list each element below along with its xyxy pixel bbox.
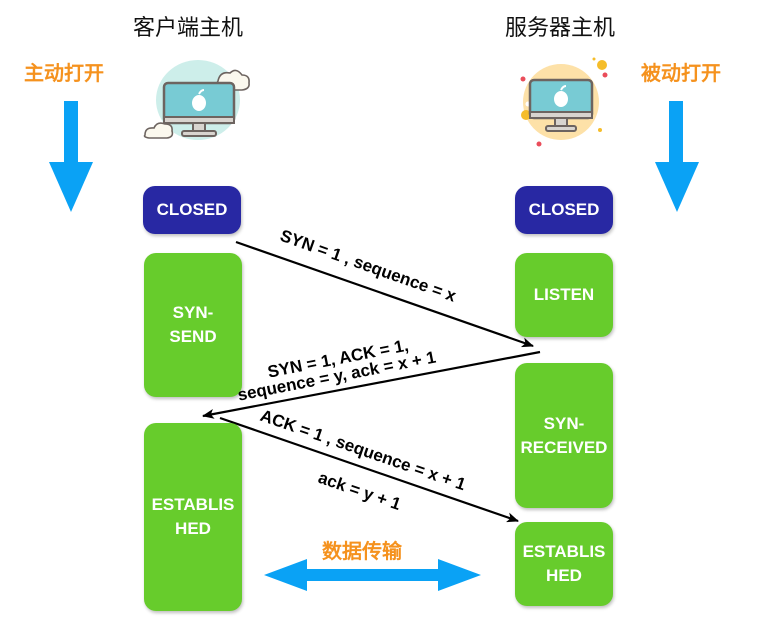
data-transfer-label: 数据传输 bbox=[322, 539, 402, 563]
client-state-syn-send-label: SYN- SEND bbox=[169, 303, 217, 346]
client-state-established: ESTABLIS HED bbox=[144, 423, 242, 611]
client-state-closed-label: CLOSED bbox=[156, 200, 228, 219]
syn-arrow bbox=[235, 240, 534, 348]
client-state-closed: CLOSED bbox=[143, 186, 241, 234]
server-state-listen: LISTEN bbox=[515, 253, 613, 337]
server-host-title: 服务器主机 bbox=[505, 16, 616, 41]
syn-ack-arrow bbox=[202, 350, 541, 419]
active-open-label: 主动打开 bbox=[24, 61, 104, 85]
active-open-down-arrow-icon bbox=[49, 101, 93, 212]
client-state-syn-send: SYN- SEND bbox=[144, 253, 242, 397]
server-state-closed-label: CLOSED bbox=[528, 200, 600, 219]
server-state-syn-received: SYN- RECEIVED bbox=[515, 363, 613, 508]
passive-open-label: 被动打开 bbox=[641, 61, 721, 85]
data-transfer-double-arrow-icon bbox=[264, 559, 481, 591]
server-state-listen-label: LISTEN bbox=[533, 285, 595, 304]
server-state-syn-received-label: SYN- RECEIVED bbox=[520, 413, 608, 457]
passive-open-down-arrow-icon bbox=[655, 101, 699, 212]
client-host-title: 客户端主机 bbox=[133, 16, 244, 41]
desktop-computer-cloud-icon bbox=[143, 60, 250, 140]
client-state-established-label: ESTABLIS HED bbox=[151, 495, 235, 538]
desktop-computer-sun-icon bbox=[520, 57, 608, 147]
server-state-closed: CLOSED bbox=[515, 186, 613, 234]
server-state-established-label: ESTABLIS HED bbox=[522, 542, 606, 585]
server-state-established: ESTABLIS HED bbox=[515, 522, 613, 606]
ack-arrow bbox=[219, 416, 519, 523]
